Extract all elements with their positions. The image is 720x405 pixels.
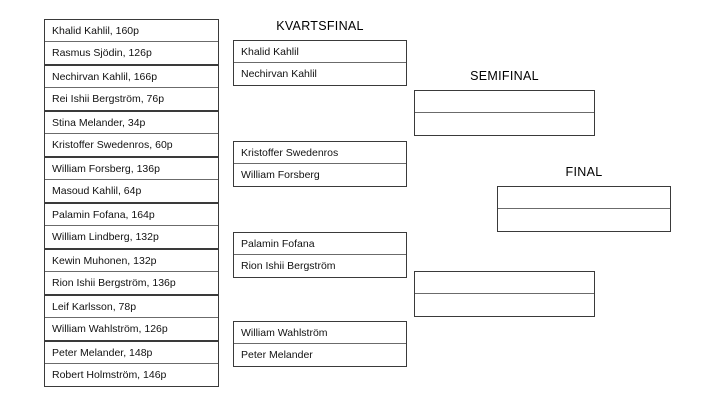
match-slot-top[interactable] xyxy=(498,187,670,209)
match-qf-1[interactable]: Khalid Kahlil Nechirvan Kahlil xyxy=(233,40,407,86)
match-slot-top[interactable]: Nechirvan Kahlil, 166p xyxy=(45,66,218,88)
match-slot-top[interactable] xyxy=(415,272,594,294)
match-slot-bottom[interactable]: William Wahlström, 126p xyxy=(52,323,168,335)
match-r16-8[interactable]: Peter Melander, 148p Robert Holmström, 1… xyxy=(44,341,219,387)
match-slot-top[interactable]: Stina Melander, 34p xyxy=(45,112,218,134)
round-title-quarterfinal: KVARTSFINAL xyxy=(276,19,364,33)
match-slot-bottom[interactable]: William Forsberg xyxy=(241,169,320,181)
match-slot-top[interactable]: William Forsberg, 136p xyxy=(45,158,218,180)
match-r16-4[interactable]: William Forsberg, 136p Masoud Kahlil, 64… xyxy=(44,157,219,203)
match-slot-top[interactable]: Palamin Fofana xyxy=(234,233,406,255)
match-slot-bottom[interactable]: Peter Melander xyxy=(241,349,313,361)
match-slot-bottom[interactable]: Rion Ishii Bergström xyxy=(241,260,336,272)
match-slot-bottom[interactable]: Kristoffer Swedenros, 60p xyxy=(52,139,173,151)
match-r16-5[interactable]: Palamin Fofana, 164p William Lindberg, 1… xyxy=(44,203,219,249)
match-slot-bottom[interactable]: Robert Holmström, 146p xyxy=(52,369,167,381)
match-sf-1[interactable] xyxy=(414,90,595,136)
match-slot-top[interactable]: Peter Melander, 148p xyxy=(45,342,218,364)
match-slot-bottom[interactable]: Rasmus Sjödin, 126p xyxy=(52,47,152,59)
match-qf-2[interactable]: Kristoffer Swedenros William Forsberg xyxy=(233,141,407,187)
match-qf-4[interactable]: William Wahlström Peter Melander xyxy=(233,321,407,367)
match-slot-bottom[interactable]: William Lindberg, 132p xyxy=(52,231,159,243)
match-slot-bottom[interactable]: Masoud Kahlil, 64p xyxy=(52,185,142,197)
match-slot-top[interactable] xyxy=(415,91,594,113)
match-r16-3[interactable]: Stina Melander, 34p Kristoffer Swedenros… xyxy=(44,111,219,157)
match-r16-1[interactable]: Khalid Kahlil, 160p Rasmus Sjödin, 126p xyxy=(44,19,219,65)
match-slot-bottom[interactable]: Rei Ishii Bergström, 76p xyxy=(52,93,165,105)
match-slot-top[interactable]: Palamin Fofana, 164p xyxy=(45,204,218,226)
round-title-semifinal: SEMIFINAL xyxy=(470,69,539,83)
match-slot-top[interactable]: Leif Karlsson, 78p xyxy=(45,296,218,318)
match-slot-top[interactable]: Khalid Kahlil, 160p xyxy=(45,20,218,42)
match-slot-top[interactable]: William Wahlström xyxy=(234,322,406,344)
match-slot-bottom[interactable]: Rion Ishii Bergström, 136p xyxy=(52,277,176,289)
match-slot-bottom[interactable] xyxy=(498,209,670,231)
match-final[interactable] xyxy=(497,186,671,232)
match-slot-bottom[interactable] xyxy=(415,294,594,316)
match-slot-bottom[interactable]: Nechirvan Kahlil xyxy=(241,68,317,80)
match-qf-3[interactable]: Palamin Fofana Rion Ishii Bergström xyxy=(233,232,407,278)
match-slot-top[interactable]: Kristoffer Swedenros xyxy=(234,142,406,164)
match-slot-bottom[interactable] xyxy=(415,113,594,135)
round-title-final: FINAL xyxy=(565,165,603,179)
match-r16-6[interactable]: Kewin Muhonen, 132p Rion Ishii Bergström… xyxy=(44,249,219,295)
match-slot-top[interactable]: Kewin Muhonen, 132p xyxy=(45,250,218,272)
match-r16-2[interactable]: Nechirvan Kahlil, 166p Rei Ishii Bergstr… xyxy=(44,65,219,111)
match-r16-7[interactable]: Leif Karlsson, 78p William Wahlström, 12… xyxy=(44,295,219,341)
match-slot-top[interactable]: Khalid Kahlil xyxy=(234,41,406,63)
match-sf-2[interactable] xyxy=(414,271,595,317)
